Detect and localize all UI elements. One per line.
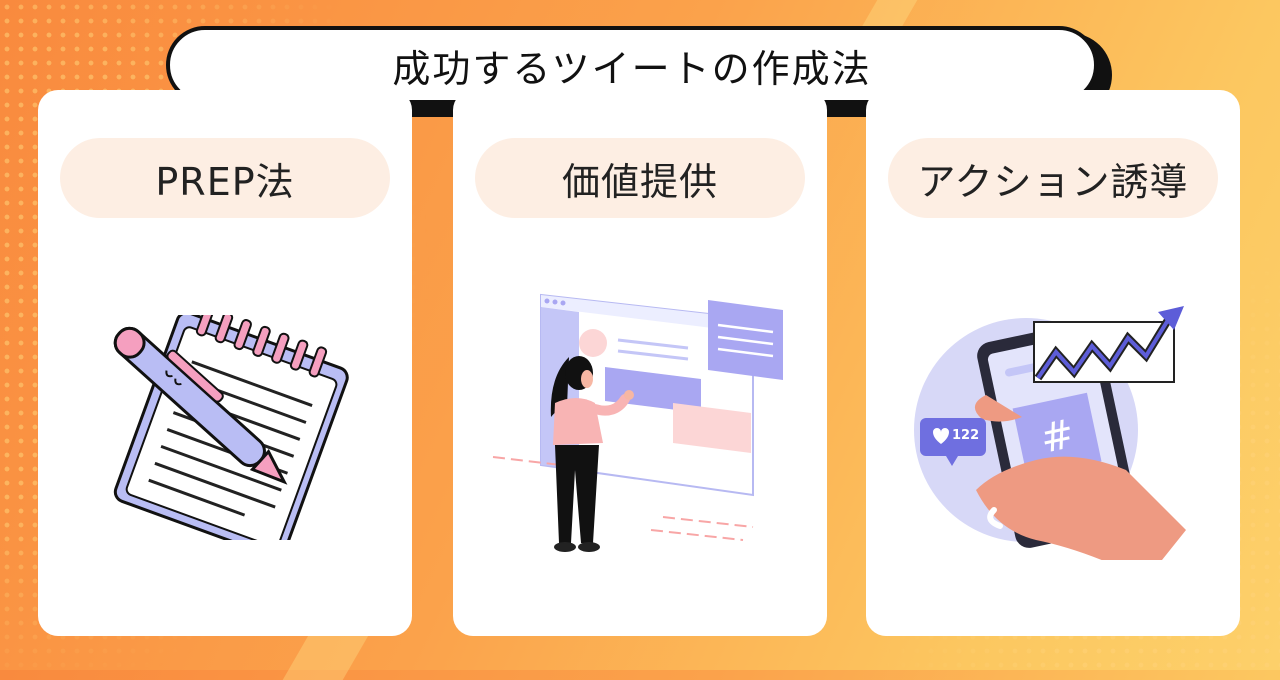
notepad-pen-icon <box>113 315 349 540</box>
woman-browser-icon <box>492 293 783 552</box>
card-label: アクション誘導 <box>888 138 1218 218</box>
like-count: 122 <box>952 428 980 443</box>
card-label: PREP法 <box>60 138 390 218</box>
card-prep: PREP法 <box>38 90 412 636</box>
card-label: 価値提供 <box>475 138 805 218</box>
card-action: アクション誘導 # 122 <box>866 90 1240 636</box>
card-value: 価値提供 <box>453 90 827 636</box>
smartphone-growth-icon: # <box>914 306 1186 560</box>
